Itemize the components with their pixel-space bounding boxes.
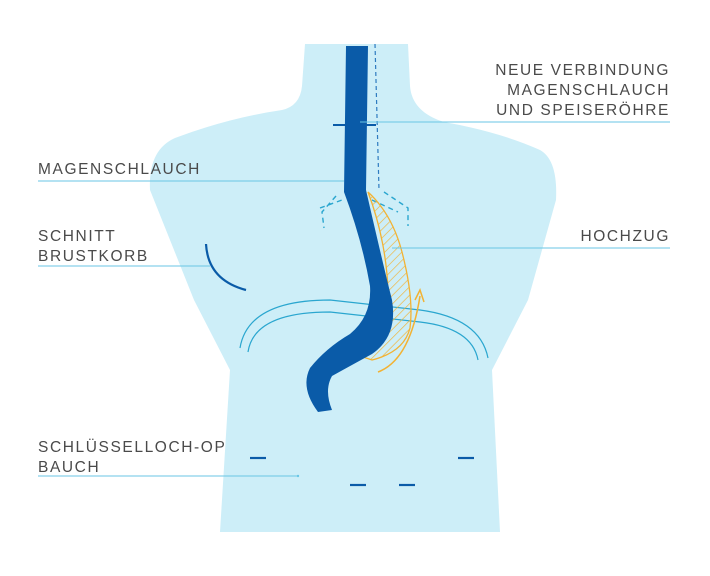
hochzug-arrowhead xyxy=(414,288,425,303)
thorax-incision xyxy=(204,243,247,292)
torso-silhouette xyxy=(149,44,557,532)
label-neue-verbindung: NEUE VERBINDUNG MAGENSCHLAUCH UND SPEISE… xyxy=(495,62,670,119)
label-schnitt-brustkorb: SCHNITT BRUSTKORB xyxy=(38,228,149,265)
diaphragm-dash-right xyxy=(383,191,409,226)
ribcage-arc-inner xyxy=(247,311,479,361)
diaphragm-dash-left xyxy=(321,195,337,229)
label-magenschlauch: MAGENSCHLAUCH xyxy=(38,161,201,178)
label-schluesselloch-op: SCHLÜSSELLOCH-OP BAUCH xyxy=(38,439,227,476)
leader-schluesselloch-dot xyxy=(296,474,300,478)
diaphragm-dash-left-2 xyxy=(319,199,343,209)
ribcage-arc-outer xyxy=(239,299,489,359)
original-esophagus-dash xyxy=(374,43,380,191)
hochzug-arrow xyxy=(377,295,421,373)
label-hochzug: HOCHZUG xyxy=(580,228,670,245)
gastric-tube xyxy=(306,46,394,412)
